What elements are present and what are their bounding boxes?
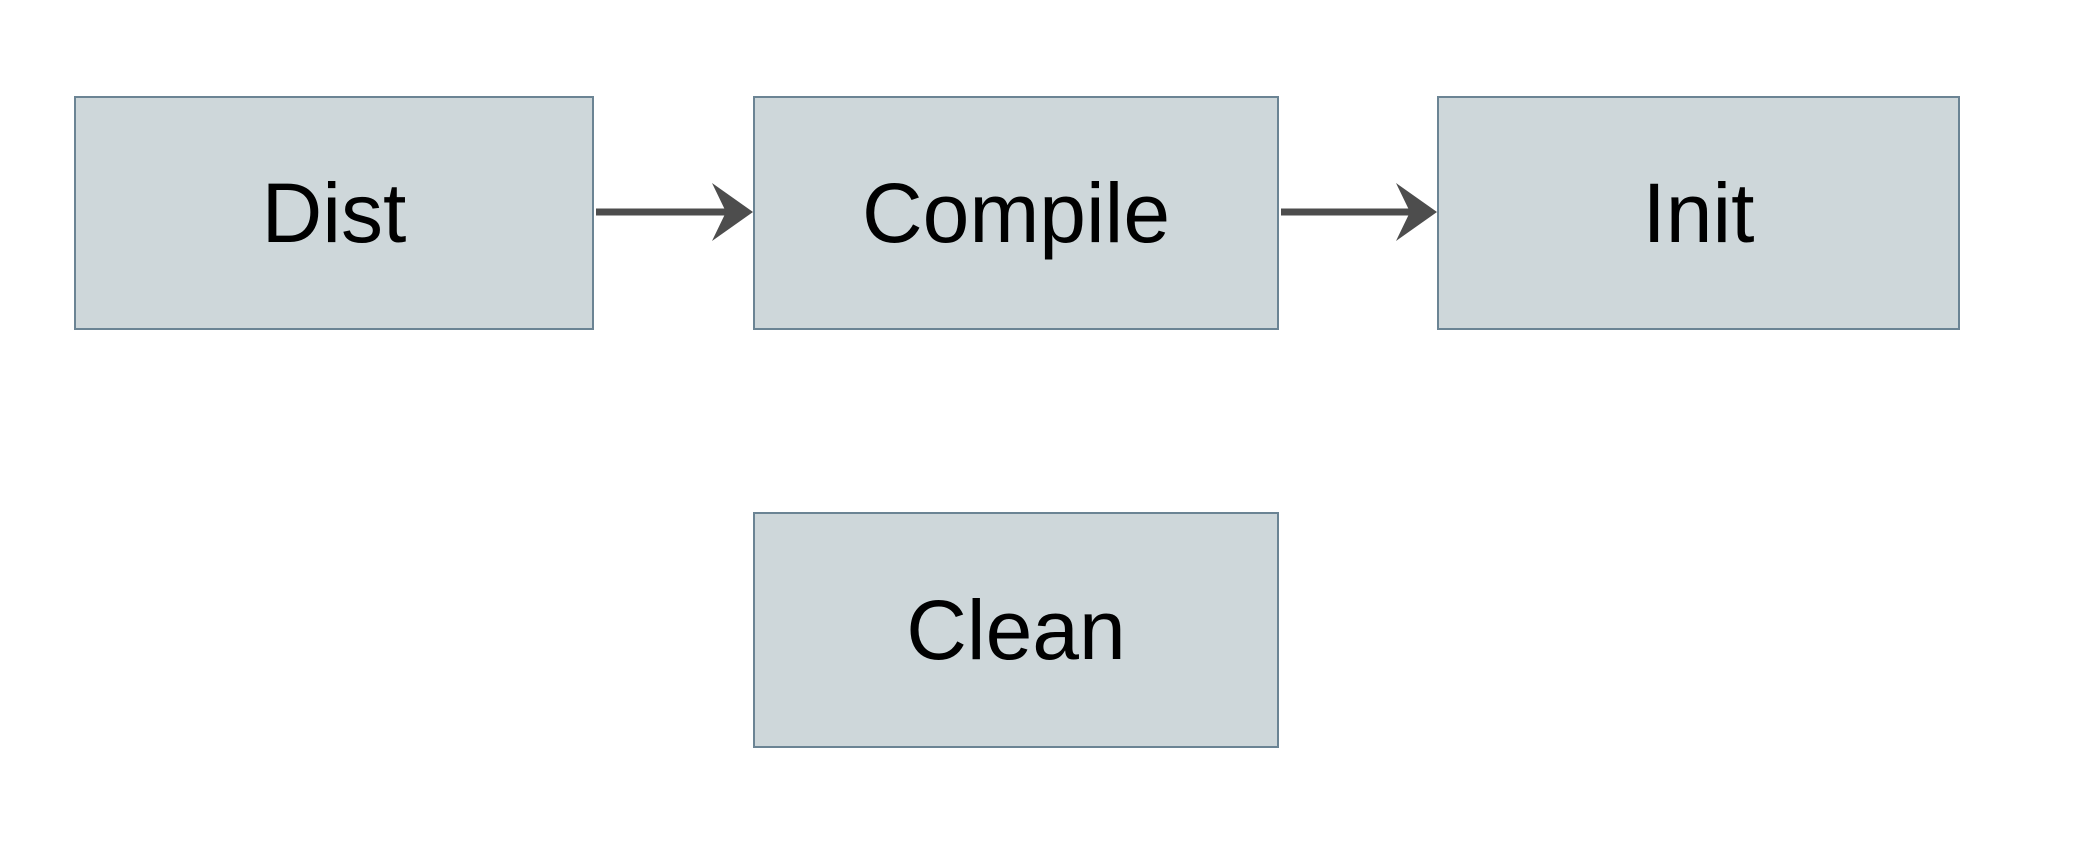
node-compile-label: Compile [861,166,1171,260]
node-init-label: Init [1642,166,1755,260]
node-dist-label: Dist [261,166,407,260]
arrowhead-icon [712,183,753,241]
edge-dist-to-compile [596,183,753,241]
node-clean[interactable]: Clean [753,512,1279,748]
node-clean-label: Clean [906,583,1126,677]
arrowhead-icon [1396,183,1437,241]
edge-compile-to-init [1281,183,1437,241]
node-compile[interactable]: Compile [753,96,1279,330]
node-dist[interactable]: Dist [74,96,594,330]
node-init[interactable]: Init [1437,96,1960,330]
